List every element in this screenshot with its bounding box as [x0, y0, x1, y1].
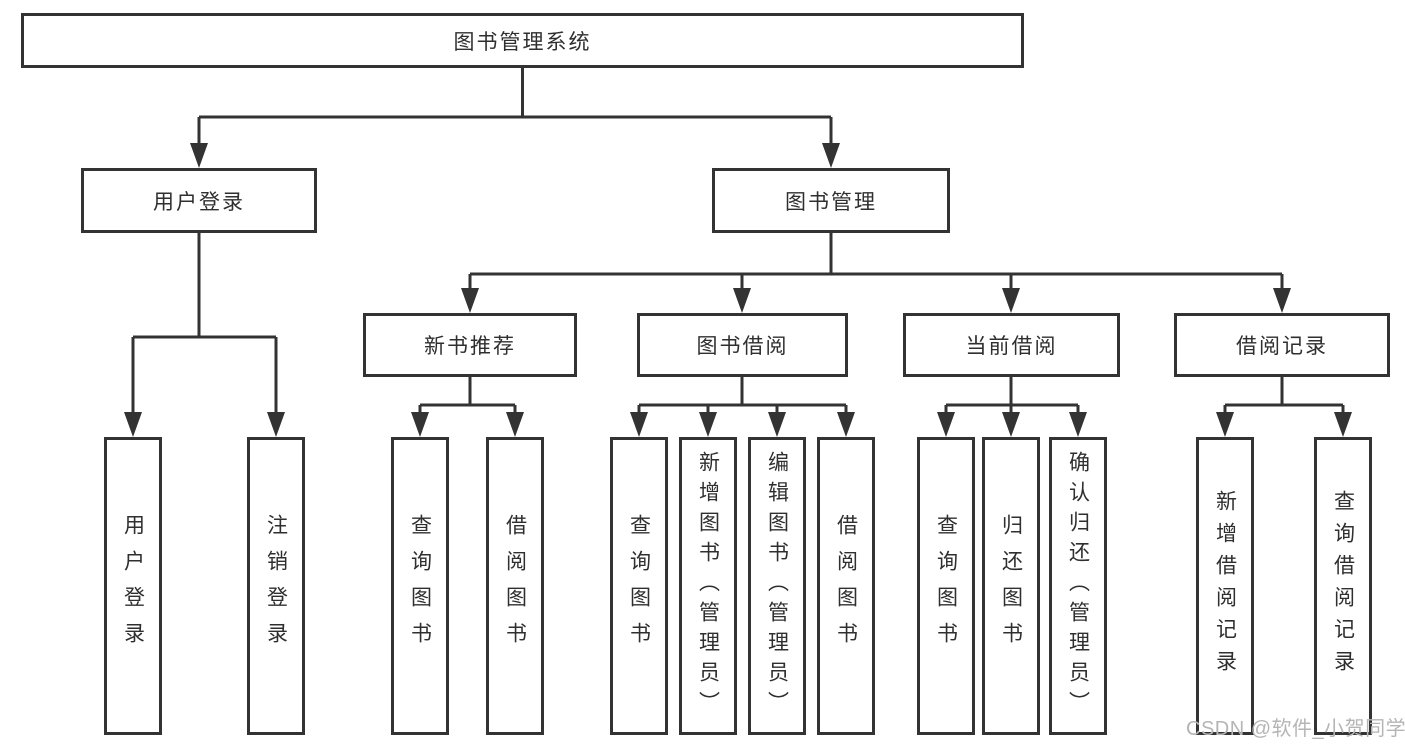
- node-label: 图书借阅: [696, 335, 789, 358]
- leaf-nbr-borrow-books: 借阅图书: [486, 437, 544, 735]
- leaf-logout: 注销登录: [247, 437, 305, 735]
- leaf-label: 借阅图书: [834, 514, 858, 658]
- leaf-label: 归还图书: [999, 514, 1023, 658]
- node-library-management-system: 图书管理系统: [21, 13, 1024, 68]
- leaf-cb-return-books: 归还图书: [982, 437, 1040, 735]
- node-label: 借阅记录: [1236, 335, 1328, 358]
- node-label: 图书管理: [785, 190, 877, 214]
- leaf-user-login: 用户登录: [104, 437, 162, 735]
- leaf-label: 查询图书: [627, 514, 651, 658]
- leaf-cb-query-books: 查询图书: [917, 437, 975, 735]
- node-label: 图书管理系统: [453, 30, 592, 54]
- node-user-login: 用户登录: [81, 168, 317, 233]
- node-book-borrowing: 图书借阅: [637, 313, 848, 377]
- leaf-label: 用户登录: [121, 514, 145, 658]
- leaf-br-add-record: 新增借阅记录: [1196, 437, 1254, 735]
- leaf-cb-confirm-return-admin: 确认归还（管理员）: [1049, 437, 1107, 735]
- leaf-bb-edit-books-admin: 编辑图书（管理员）: [748, 437, 806, 735]
- node-label: 当前借阅: [965, 335, 1058, 358]
- leaf-label: 查询借阅记录: [1331, 490, 1355, 682]
- node-current-borrowing: 当前借阅: [903, 313, 1120, 377]
- leaf-label: 新增借阅记录: [1213, 490, 1237, 682]
- watermark-csdn: CSDN @软件_小贺同学: [1186, 718, 1405, 740]
- node-new-book-recommendation: 新书推荐: [363, 313, 577, 377]
- leaf-label: 确认归还（管理员）: [1066, 451, 1090, 721]
- node-label: 用户登录: [153, 190, 245, 214]
- leaf-label: 编辑图书（管理员）: [765, 451, 789, 721]
- leaf-label: 查询图书: [934, 514, 958, 658]
- node-borrowing-records: 借阅记录: [1174, 313, 1390, 377]
- leaf-bb-add-books-admin: 新增图书（管理员）: [679, 437, 737, 735]
- leaf-label: 注销登录: [264, 514, 288, 658]
- node-book-management: 图书管理: [712, 168, 950, 233]
- leaf-label: 新增图书（管理员）: [696, 451, 720, 721]
- leaf-br-query-record: 查询借阅记录: [1314, 437, 1372, 735]
- node-label: 新书推荐: [424, 335, 516, 358]
- leaf-label: 查询图书: [408, 514, 432, 658]
- leaf-bb-query-books: 查询图书: [610, 437, 668, 735]
- leaf-bb-borrow-books: 借阅图书: [817, 437, 875, 735]
- leaf-nbr-query-books: 查询图书: [391, 437, 449, 735]
- leaf-label: 借阅图书: [503, 514, 527, 658]
